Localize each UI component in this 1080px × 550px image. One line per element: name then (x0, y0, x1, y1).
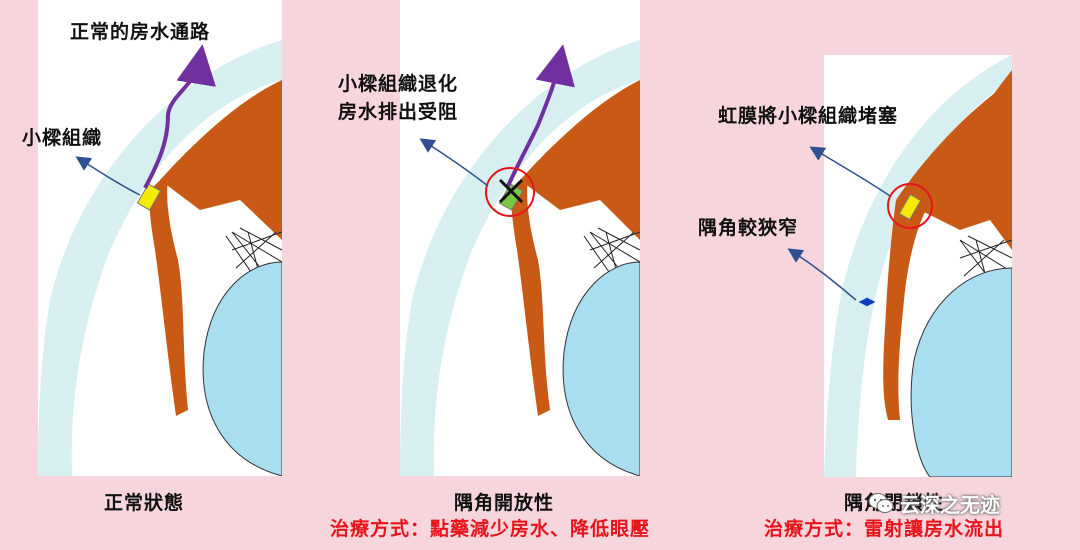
zonules (959, 235, 1012, 293)
ciliary-body (160, 80, 282, 240)
blockage-highlight-circle (485, 167, 535, 217)
panel-open-angle: 小樑組織退化 房水排出受阻 隅角開放性 治療方式：點藥減少房水、降低眼壓 (330, 0, 720, 550)
zonules (583, 227, 640, 285)
iris (511, 95, 640, 416)
wechat-icon (868, 493, 894, 513)
caption-closed-angle: 隅角閉鎖性 (844, 492, 945, 514)
outflow-blocked-label: 房水排出受阻 (338, 101, 459, 123)
degeneration-label: 小樑組織退化 (338, 73, 459, 95)
lens (910, 267, 1012, 477)
lens (562, 261, 640, 476)
lens (202, 261, 282, 476)
eye-diagram-open-angle (400, 0, 640, 476)
caption-normal: 正常狀態 (104, 492, 185, 514)
iris-blockage-label: 虹膜將小樑組織堵塞 (718, 105, 899, 127)
treatment-closed-angle: 治療方式：雷射讓房水流出 (764, 518, 1005, 540)
degeneration-pointer (419, 138, 489, 187)
cornea (824, 55, 1012, 477)
narrow-angle-pointer (787, 248, 857, 301)
ciliary-body (920, 70, 1012, 250)
watermark-text: 云深之无迹 (900, 492, 1000, 517)
narrow-angle-label: 隅角較狹窄 (698, 217, 799, 239)
trabecular-label: 小樑組織 (22, 127, 103, 149)
watermark: 云深之无迹 (868, 488, 1000, 518)
cornea (400, 40, 640, 476)
cornea (38, 40, 282, 476)
blockage-highlight-circle (887, 183, 933, 229)
eye-diagram-normal (38, 0, 282, 476)
blocked-x-icon (498, 178, 524, 204)
blocked-trabecular-meshwork (898, 193, 922, 221)
ciliary-body (520, 80, 640, 240)
panel-closed-angle: 虹膜將小樑組織堵塞 隅角較狹窄 隅角閉鎖性 治療方式：雷射讓房水流出 (698, 0, 1080, 550)
aqueous-flow-path (506, 44, 575, 187)
aqueous-flow-path (143, 44, 216, 189)
caption-open-angle: 隅角開放性 (454, 492, 555, 514)
zonules (225, 227, 282, 285)
trabecular-meshwork (136, 183, 162, 211)
iris-blockage-pointer (809, 146, 891, 197)
eye-diagram-closed-angle (787, 55, 1012, 477)
treatment-open-angle: 治療方式：點藥減少房水、降低眼壓 (330, 518, 651, 540)
panel-normal: 正常的房水通路 小樑組織 正常狀態 (0, 0, 360, 550)
trabecular-pointer (75, 156, 141, 196)
normal-flow-label: 正常的房水通路 (70, 21, 211, 43)
iris (149, 95, 282, 416)
